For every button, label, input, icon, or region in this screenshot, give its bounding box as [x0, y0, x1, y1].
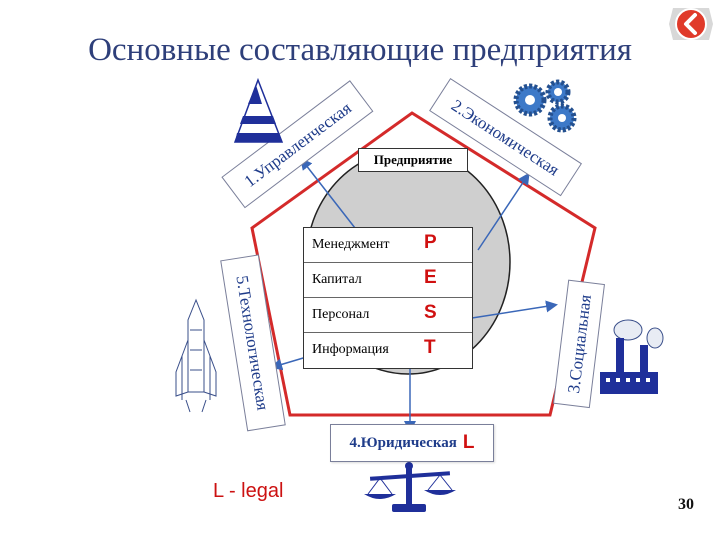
- component-label: Менеджмент: [312, 237, 390, 252]
- component-letter: S: [424, 302, 437, 323]
- back-chevron-icon[interactable]: [665, 2, 717, 46]
- component-row: Менеджмент P: [304, 228, 472, 263]
- gears-icon: [513, 79, 577, 133]
- component-label: Персонал: [312, 307, 370, 322]
- env-letter-legal: L: [462, 432, 475, 453]
- enterprise-label: Предприятие: [358, 148, 468, 172]
- component-letter: P: [424, 232, 437, 253]
- component-label: Информация: [312, 342, 389, 357]
- env-box-legal: 4.Юридическая L: [330, 424, 494, 462]
- striped-pyramid-icon: [233, 77, 284, 143]
- scales-icon: [364, 462, 456, 512]
- arrow-to-social: [471, 300, 558, 319]
- space-shuttle-icon: [175, 298, 217, 413]
- page-number: 30: [678, 496, 694, 513]
- component-row: Персонал S: [304, 298, 472, 333]
- pentagon-outline: [250, 111, 597, 417]
- component-letter: E: [424, 267, 437, 288]
- component-letter: T: [424, 337, 436, 358]
- component-label: Капитал: [312, 272, 362, 287]
- component-row: Капитал E: [304, 263, 472, 298]
- component-row: Информация T: [304, 333, 472, 368]
- env-label-legal: 4.Юридическая: [349, 434, 457, 451]
- legal-note: L - legal: [213, 480, 284, 502]
- arrow-to-management: [300, 157, 356, 229]
- factory-icon: [600, 319, 664, 394]
- components-table: Менеджмент P Капитал E Персонал S Информ…: [303, 227, 473, 369]
- arrow-to-economic: [477, 172, 530, 251]
- page-title: Основные составляющие предприятия: [88, 32, 632, 68]
- env-box-social: 3.Социальная: [553, 279, 605, 409]
